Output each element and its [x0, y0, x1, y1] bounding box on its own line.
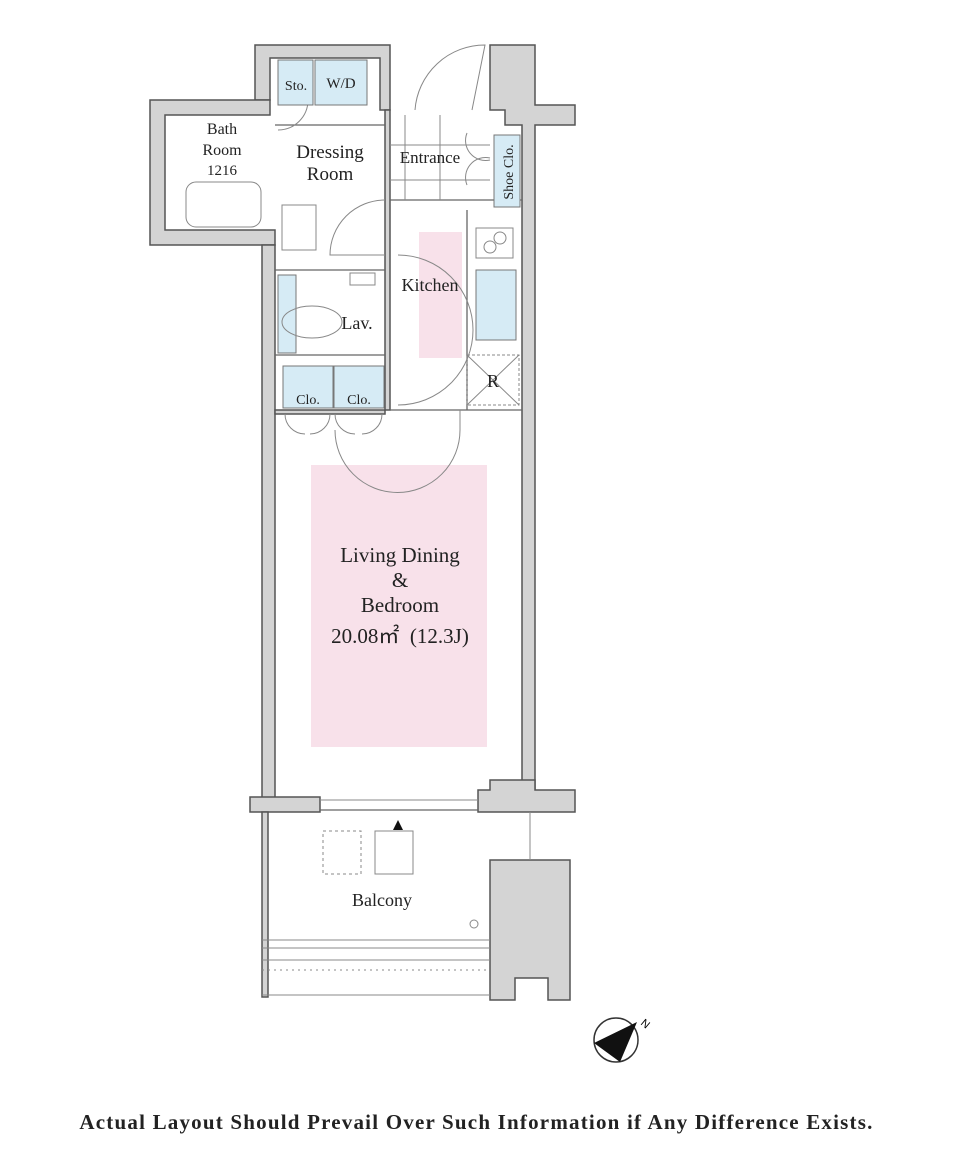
closet-1	[282, 365, 334, 409]
label-closet-1: Clo.	[296, 393, 320, 408]
living-highlight	[311, 465, 487, 747]
label-balcony: Balcony	[352, 890, 412, 910]
label-living-area: 20.08㎡ (12.3J)	[331, 624, 469, 648]
label-living-1: Living Dining	[340, 543, 460, 567]
kitchen-sink	[475, 269, 517, 341]
compass-north-label: N	[638, 1017, 652, 1031]
refrigerator-space	[466, 354, 520, 406]
sink-icon	[281, 204, 317, 251]
walls	[149, 44, 576, 1001]
kitchen-highlight	[419, 232, 462, 358]
label-lavatory: Lav.	[341, 313, 372, 333]
disclaimer-text: Actual Layout Should Prevail Over Such I…	[79, 1110, 874, 1134]
outdoor-unit-placeholder	[322, 830, 362, 875]
marker-triangle-icon	[393, 820, 403, 830]
fixtures	[185, 59, 521, 929]
label-living-2: &	[392, 568, 408, 592]
label-entrance: Entrance	[400, 148, 460, 167]
label-dressing-2: Room	[307, 164, 354, 185]
bathtub-icon	[185, 181, 262, 228]
storage-closet	[277, 59, 314, 106]
label-bath-3: 1216	[207, 163, 238, 179]
closet-2	[333, 365, 385, 409]
washer-dryer	[314, 59, 368, 106]
label-kitchen: Kitchen	[402, 275, 459, 295]
shoe-closet	[493, 134, 521, 208]
label-refrigerator: R	[487, 371, 499, 391]
room-labels: Sto. W/D Bath Room 1216 Dressing Room En…	[202, 76, 517, 910]
toilet-icon	[281, 305, 343, 339]
label-closet-2: Clo.	[347, 393, 371, 408]
north-arrow-icon: N	[593, 1017, 652, 1063]
toilet-tank	[277, 274, 297, 354]
label-bath-2: Room	[202, 142, 242, 159]
label-living-3: Bedroom	[361, 593, 439, 617]
label-storage: Sto.	[285, 79, 307, 94]
outdoor-unit	[374, 830, 414, 875]
stove-icon	[475, 227, 514, 259]
label-dressing-1: Dressing	[296, 142, 364, 163]
label-shoe-closet: Shoe Clo.	[502, 144, 517, 199]
label-washer-dryer: W/D	[326, 76, 355, 92]
label-bath-1: Bath	[207, 121, 237, 138]
